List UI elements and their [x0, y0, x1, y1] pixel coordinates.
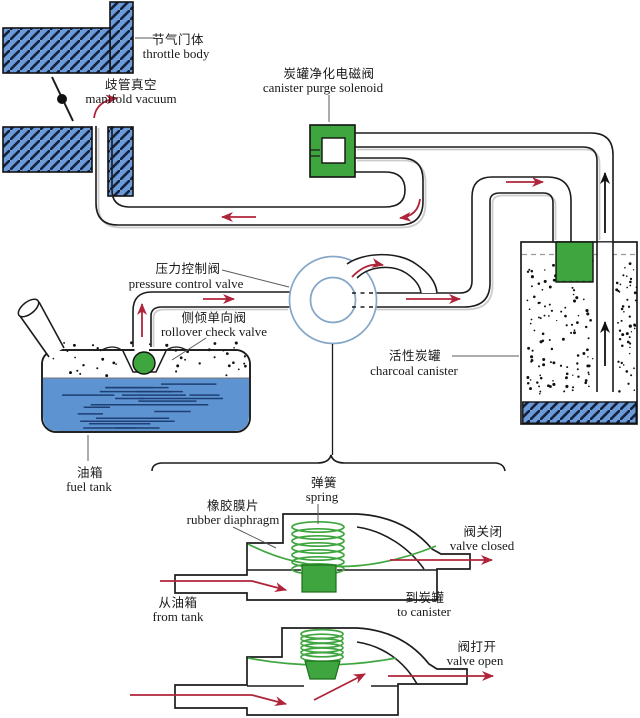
label-purge-solenoid-zh: 炭罐净化电磁阀 [283, 66, 374, 81]
label-purge-solenoid-en: canister purge solenoid [263, 80, 384, 95]
canister-air-filter [522, 401, 637, 424]
flow-arrows [93, 94, 610, 366]
arrow-into-manifold [93, 94, 118, 119]
label-valve-open-zh: 阀打开 [457, 640, 496, 654]
label-rollover-valve-en: rollover check valve [161, 324, 267, 339]
purge-pipe [355, 132, 614, 242]
filler-neck [17, 298, 65, 358]
throttle-plate [51, 76, 74, 122]
arrow-inlet-closed [160, 580, 287, 593]
rollover-check-valve [122, 350, 167, 375]
solenoid-port [321, 137, 346, 164]
label-throttle-body-en: throttle body [143, 46, 210, 61]
spring-coil-open [300, 628, 344, 663]
intake-wall-upper-horizontal [2, 27, 111, 74]
label-rubber-diaphragm-zh: 橡胶膜片 [207, 498, 259, 513]
blocked-passage-dashes [352, 292, 377, 308]
canister-filter [555, 241, 594, 283]
detail-callout [151, 344, 506, 472]
valve-closed-diagram [160, 513, 493, 601]
valve-plug-open [304, 660, 341, 680]
tank-vent-pipe [132, 291, 334, 351]
intake-wall-upper-vertical [109, 1, 134, 74]
label-valve-closed-en: valve closed [450, 538, 515, 553]
bypass-arch [346, 253, 438, 294]
label-fuel-tank-zh: 油箱 [77, 465, 103, 480]
label-to-canister-zh: 到炭罐 [405, 591, 444, 605]
label-valve-open-en: valve open [447, 653, 504, 668]
intake-wall-lower-horizontal [2, 126, 93, 173]
label-charcoal-canister-zh: 活性炭罐 [389, 349, 441, 363]
label-charcoal-canister-en: charcoal canister [370, 363, 458, 378]
leader-lines [87, 37, 519, 549]
label-spring-en: spring [306, 489, 339, 504]
canister-internals [555, 241, 614, 392]
charcoal-granules [526, 259, 638, 395]
valve-open-diagram [130, 627, 494, 716]
purge-solenoid [309, 124, 356, 178]
brace [151, 454, 506, 472]
canister-tube [596, 242, 614, 392]
fuel-tank [17, 298, 251, 433]
arrow-through-valve-open [313, 673, 366, 701]
vapor-pipes [95, 126, 614, 351]
label-to-canister-en: to canister [397, 604, 451, 619]
arrow-bypass-arch [351, 258, 384, 278]
label-manifold-vacuum-zh: 歧管真空 [105, 77, 157, 92]
label-throttle-body-zh: 节气门体 [152, 32, 204, 47]
label-spring-zh: 弹簧 [311, 475, 337, 490]
label-pressure-valve-zh: 压力控制阀 [155, 262, 220, 276]
label-from-tank-zh: 从油箱 [158, 595, 197, 610]
label-pressure-valve-en: pressure control valve [129, 276, 244, 291]
fuel-surface-streaks [62, 383, 223, 429]
valve-ring-inner [309, 276, 357, 324]
label-rollover-valve-zh: 侧倾单向阀 [181, 310, 246, 325]
label-manifold-vacuum-en: manifold vacuum [85, 91, 176, 106]
valve-mound [99, 346, 189, 352]
check-valve-ball [132, 351, 156, 375]
label-from-tank-en: from tank [153, 609, 204, 624]
label-valve-closed-zh: 阀关闭 [463, 525, 502, 539]
spring-coil-closed [291, 520, 345, 576]
label-rubber-diaphragm-en: rubber diaphragm [187, 512, 280, 527]
pressure-control-valve [288, 253, 438, 345]
valve-to-canister-pipe [370, 176, 572, 308]
arrow-solenoid-corner [399, 198, 421, 222]
valve-plug-closed [301, 564, 337, 593]
manifold-pipe [95, 126, 424, 226]
labels: 节气门体 throttle body 歧管真空 manifold vacuum … [66, 32, 515, 668]
arrow-inlet-open [130, 694, 287, 707]
label-fuel-tank-en: fuel tank [66, 479, 112, 494]
